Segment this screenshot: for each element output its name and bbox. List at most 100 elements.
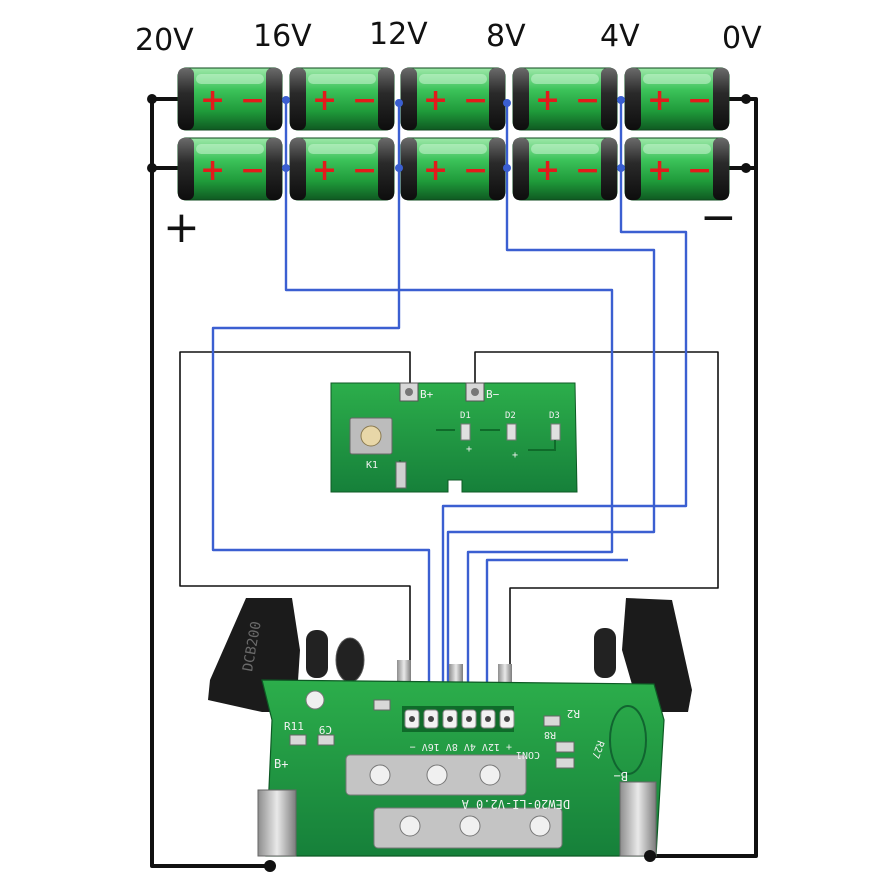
voltage-label-4v: 4V	[600, 19, 640, 54]
bms-bminus-label: B−	[614, 769, 628, 783]
junction-dot	[282, 164, 290, 172]
cell-negative-sign: −	[687, 83, 712, 118]
led-board-bminus-label: B−	[486, 388, 500, 401]
d1-label: D1	[460, 411, 471, 421]
cell-cap-left	[625, 138, 641, 200]
voltage-label-20v: 20V	[135, 23, 194, 58]
battery-cell: +−	[177, 137, 283, 201]
battery-cell: +−	[289, 137, 395, 201]
bms-assembly: DCB200	[208, 598, 692, 872]
junction-dot	[147, 163, 157, 173]
bms-model-label: DEW20-LI-V2.0 A	[461, 797, 570, 811]
cell-cap-right	[378, 138, 394, 200]
battery-cells: +−+−+−+−+−+−+−+−+−+−	[177, 67, 730, 201]
cell-positive-sign: +	[312, 153, 337, 188]
cell-negative-sign: −	[463, 83, 488, 118]
junction-dot	[147, 94, 157, 104]
wire-led-bplus	[179, 351, 411, 712]
cell-negative-sign: −	[352, 83, 377, 118]
d2-label: D2	[505, 411, 516, 421]
cell-cap-right	[713, 138, 729, 200]
bms-terminal-negative	[619, 781, 657, 857]
cell-negative-sign: −	[575, 83, 600, 118]
cell-cap-right	[266, 68, 282, 130]
bms-screw	[305, 690, 325, 710]
bms-r2-label: R2	[567, 707, 580, 720]
led-board-pcb	[330, 382, 578, 493]
cell-cap-right	[713, 68, 729, 130]
led-d3	[550, 423, 561, 441]
cell-cap-right	[601, 68, 617, 130]
cell-cap-right	[601, 138, 617, 200]
led-d2	[506, 423, 517, 441]
pack-positive-sign: +	[163, 202, 200, 253]
k1-label: K1	[366, 460, 378, 471]
junction-dot	[617, 164, 625, 172]
bms-terminal-positive	[257, 789, 297, 857]
battery-cell: +−	[289, 67, 395, 131]
wire-led-bminus	[474, 351, 719, 712]
voltage-label-8v: 8V	[486, 19, 526, 54]
junction-dots	[147, 94, 751, 173]
battery-cell: +−	[177, 67, 283, 131]
battery-cell: +−	[624, 67, 730, 131]
bms-r8-label: R8	[544, 729, 556, 740]
d1-plus-label: +	[466, 444, 472, 455]
wire-balance-12v	[211, 103, 431, 712]
battery-cell: +−	[400, 137, 506, 201]
junction-dot	[503, 164, 511, 172]
bms-screw	[369, 764, 391, 786]
cell-negative-sign: −	[352, 153, 377, 188]
cell-negative-sign: −	[575, 153, 600, 188]
bms-screw	[529, 815, 551, 837]
junction-dot	[395, 99, 403, 107]
cell-cap-left	[401, 138, 417, 200]
junction-dot	[503, 99, 511, 107]
cell-negative-sign: −	[687, 153, 712, 188]
voltage-label-16v: 16V	[253, 19, 312, 54]
cell-positive-sign: +	[423, 83, 448, 118]
cell-cap-right	[378, 68, 394, 130]
voltage-label-12v: 12V	[369, 17, 428, 52]
junction-dot	[617, 96, 625, 104]
junction-dot	[395, 164, 403, 172]
bms-c9-label: C9	[319, 723, 332, 736]
voltage-label-0v: 0V	[722, 21, 762, 56]
wire-balance-extra	[485, 558, 628, 712]
wire-balance-8v	[446, 103, 656, 712]
cell-cap-right	[266, 138, 282, 200]
junction-dot	[282, 96, 290, 104]
cell-positive-sign: +	[535, 153, 560, 188]
bms-bplus-label: B+	[274, 757, 288, 771]
led-d1	[460, 423, 471, 441]
cell-cap-left	[290, 68, 306, 130]
cell-cap-left	[401, 68, 417, 130]
cell-cap-left	[625, 68, 641, 130]
battery-cell: +−	[624, 137, 730, 201]
cell-cap-right	[489, 138, 505, 200]
cell-positive-sign: +	[423, 153, 448, 188]
cell-cap-left	[178, 68, 194, 130]
led-indicator-board: B+ B− K1 D1 D2 D3 + +	[330, 382, 578, 493]
blue-wires	[211, 100, 688, 712]
bms-connector	[402, 706, 515, 732]
wire-pack-positive	[150, 97, 270, 868]
bms-screw	[426, 764, 448, 786]
led-board-bplus-label: B+	[420, 388, 434, 401]
wire-balance-4v	[441, 100, 688, 712]
cell-positive-sign: +	[312, 83, 337, 118]
bms-conn-label: CON1	[516, 749, 540, 760]
cell-negative-sign: −	[240, 153, 265, 188]
d2-plus-label: +	[512, 450, 518, 461]
wire-balance-16v	[284, 100, 614, 712]
bms-pin-labels: + 12V 4V 8V 16V −	[410, 741, 512, 752]
bms-screw	[399, 815, 421, 837]
bms-screw	[459, 815, 481, 837]
cell-negative-sign: −	[240, 83, 265, 118]
cell-cap-left	[513, 138, 529, 200]
bms-screw	[479, 764, 501, 786]
cell-cap-right	[489, 68, 505, 130]
battery-cell: +−	[400, 67, 506, 131]
cell-positive-sign: +	[647, 153, 672, 188]
